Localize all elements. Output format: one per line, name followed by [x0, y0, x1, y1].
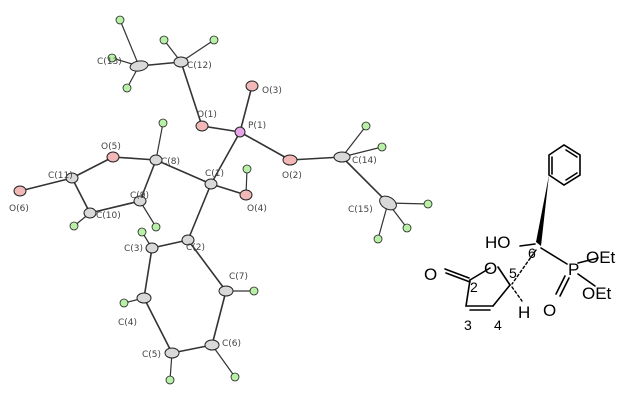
atom-label: C(4) — [118, 318, 137, 328]
ethoxy-label-top: OEt — [586, 248, 616, 267]
locant-3: 3 — [464, 317, 472, 333]
phosphoryl-oxygen-label: O — [543, 301, 556, 320]
hydroxyl-label: HO — [485, 233, 511, 252]
locant-2: 2 — [470, 279, 478, 295]
atom-label: C(8) — [161, 157, 180, 167]
crystal-bonds — [19, 61, 389, 354]
atom-label: C(2) — [186, 243, 205, 253]
atom-label: O(5) — [101, 142, 121, 152]
atom-label: C(11) — [48, 171, 73, 181]
crystal-atom-labels: C(13) C(12) O(3) O(1) P(1) O(5) C(8) C(1… — [9, 57, 377, 360]
atom-label: O(1) — [197, 110, 217, 120]
atom-label: C(10) — [96, 211, 121, 221]
atom-label: C(3) — [124, 244, 143, 254]
skeletal-stereobonds — [511, 175, 549, 302]
carbonyl-oxygen-label: O — [424, 265, 437, 284]
ring-oxygen-label: O — [484, 259, 497, 278]
atom-label: O(3) — [262, 86, 282, 96]
hydrogen-label: H — [518, 303, 530, 322]
atom-label: C(1) — [205, 169, 224, 179]
atom-label: C(12) — [187, 61, 212, 71]
atom-label: O(6) — [9, 204, 29, 214]
skeletal-labels: HO O P OEt OEt O O H 2 3 4 5 6 — [424, 233, 616, 333]
atom-label: O(2) — [282, 171, 302, 181]
atom-label: C(6) — [222, 339, 241, 349]
crystal-heavy-atoms — [13, 56, 397, 359]
atom-label: C(7) — [229, 272, 248, 282]
skeletal-bonds — [444, 144, 599, 311]
crystal-hydrogen-atoms — [69, 15, 433, 385]
atom-label: C(13) — [97, 57, 122, 67]
locant-5: 5 — [509, 265, 517, 281]
atom-label: O(4) — [247, 204, 267, 214]
ethoxy-label-bottom: OEt — [582, 284, 612, 303]
skeletal-structure: HO O P OEt OEt O O H 2 3 4 5 6 — [424, 144, 616, 333]
locant-6: 6 — [528, 245, 536, 261]
atom-label: P(1) — [248, 121, 266, 131]
phosphorus-label: P — [568, 260, 579, 279]
atom-label: C(15) — [348, 205, 373, 215]
locant-4: 4 — [494, 317, 502, 333]
crystal-structure-ortep: C(13) C(12) O(3) O(1) P(1) O(5) C(8) C(1… — [9, 15, 433, 385]
atom-label: C(9) — [130, 191, 149, 201]
atom-label: C(5) — [142, 350, 161, 360]
atom-label: C(14) — [352, 156, 377, 166]
